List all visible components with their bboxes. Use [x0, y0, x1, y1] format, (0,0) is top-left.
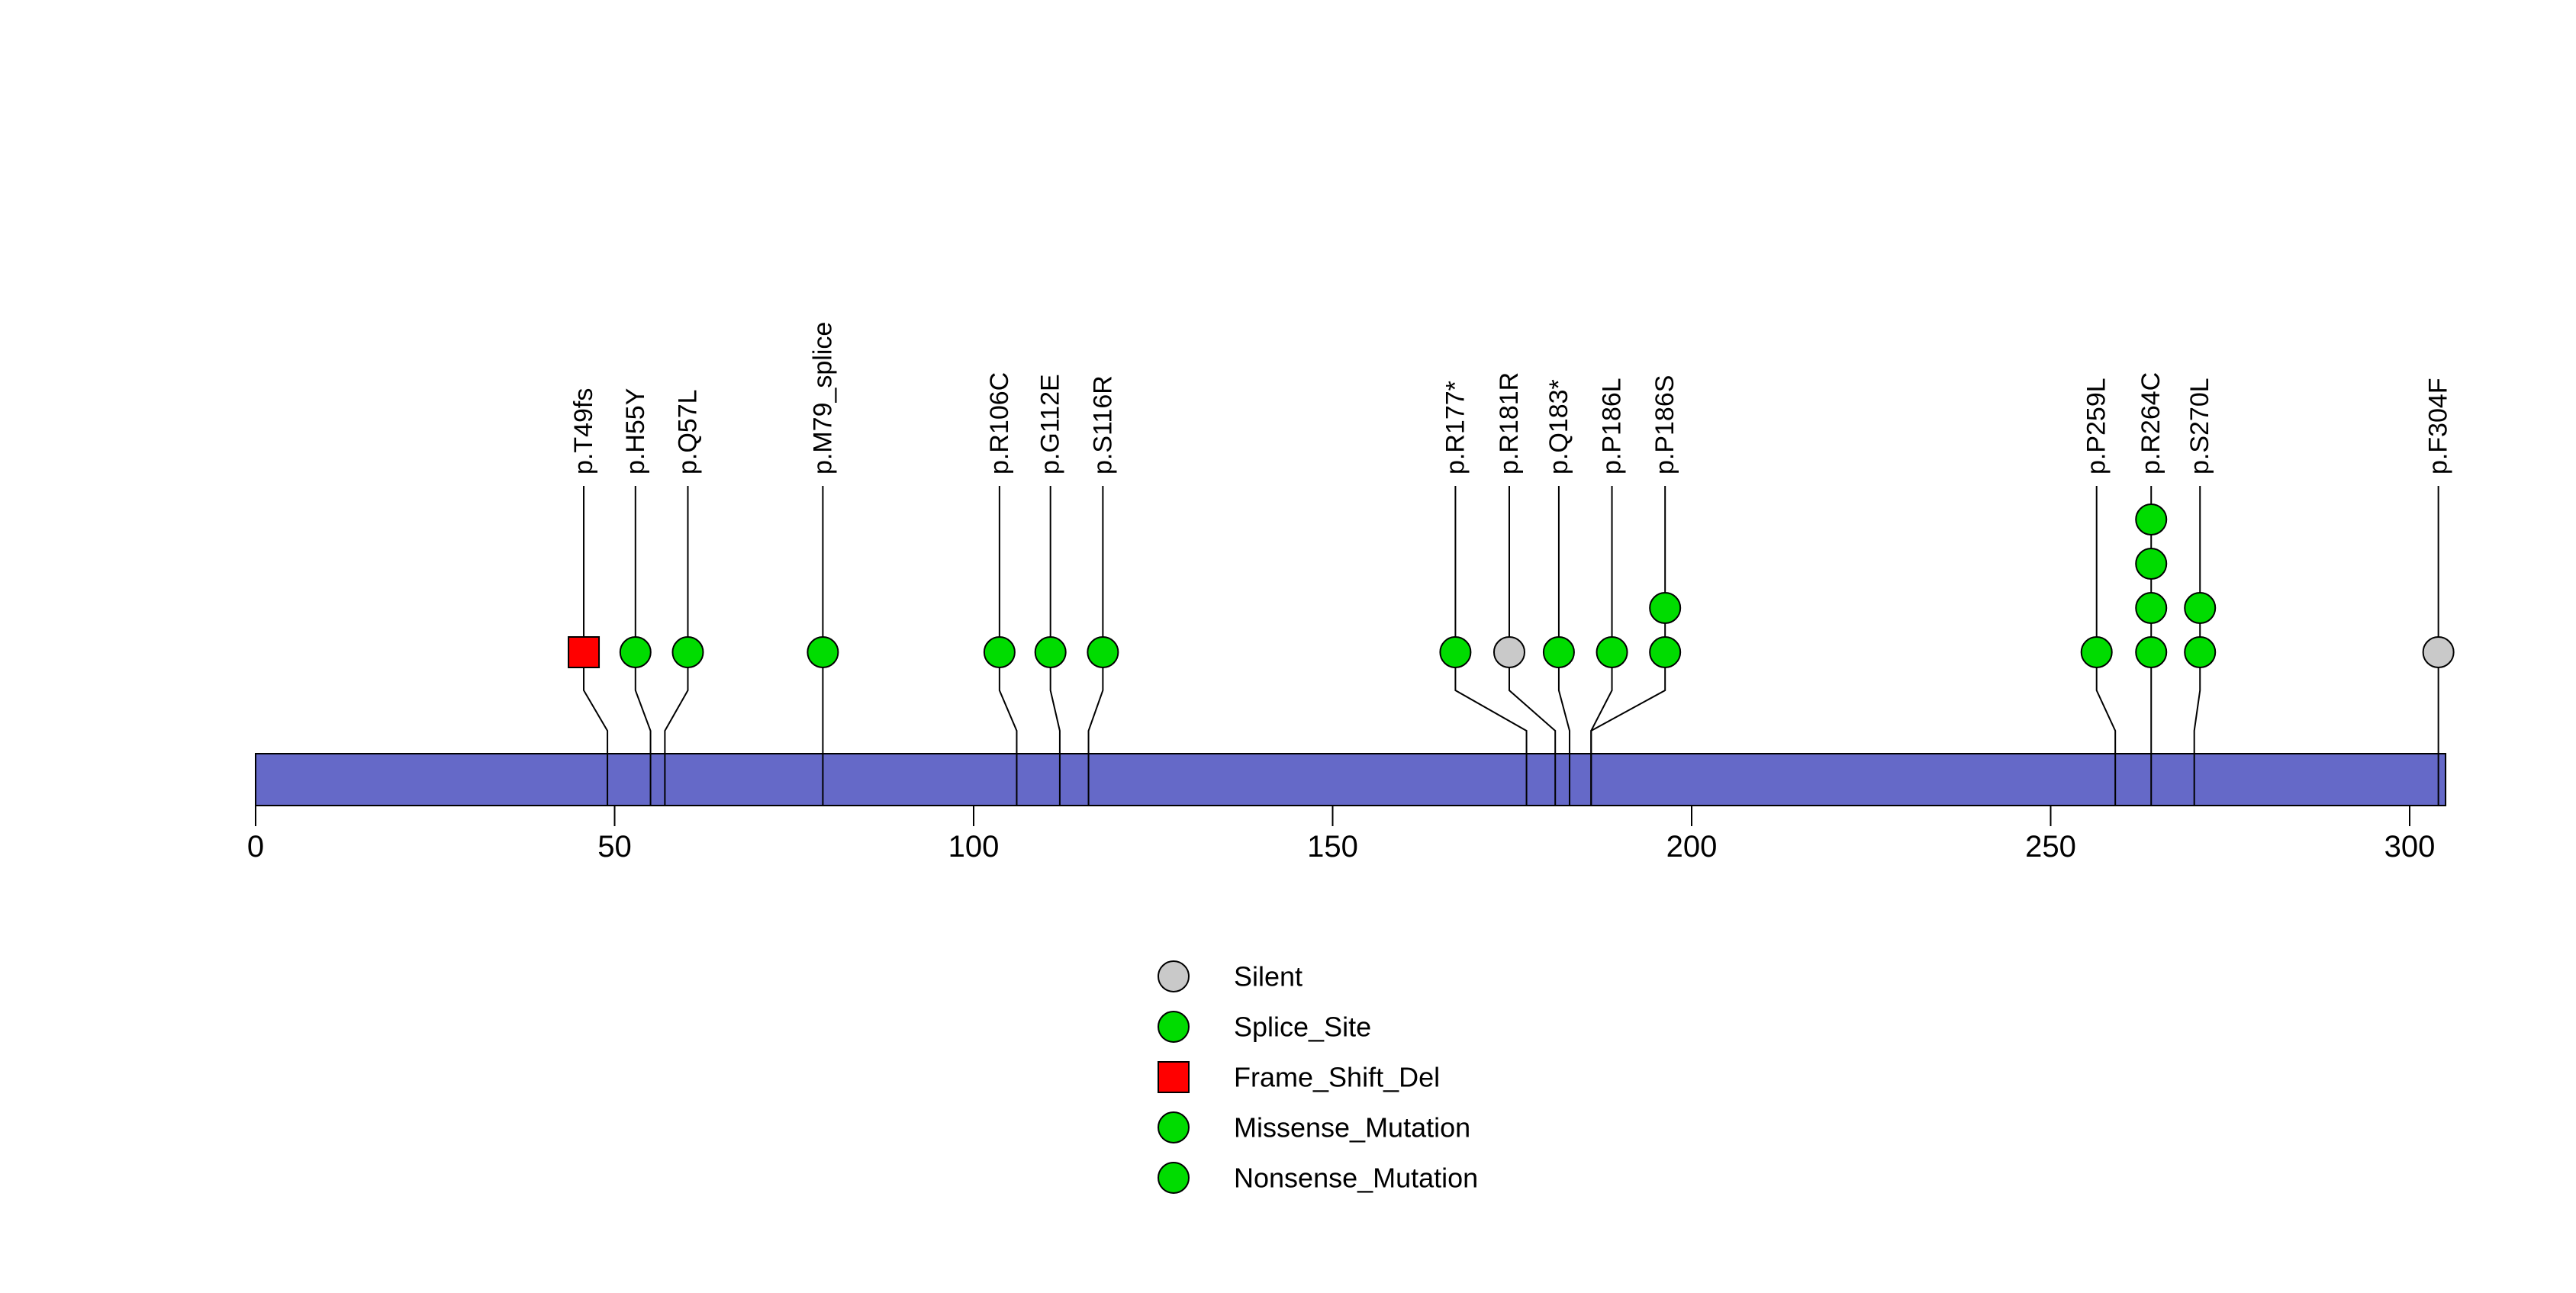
mutation-label: p.P186S: [1650, 375, 1679, 474]
mutation-marker: [1087, 636, 1119, 668]
mutation-label: p.S116R: [1088, 375, 1117, 474]
mutation-marker: [619, 636, 652, 668]
axis-tick-label: 50: [597, 830, 632, 864]
legend-label-splice_site: Splice_Site: [1234, 1012, 1371, 1043]
axis-tick-label: 300: [2384, 830, 2436, 864]
legend-marker-silent: [1158, 960, 1190, 992]
mutation-label: p.Q183*: [1544, 379, 1573, 474]
mutation-marker: [2080, 636, 2113, 668]
legend-label-missense_mutation: Missense_Mutation: [1234, 1112, 1470, 1143]
mutation-marker: [1034, 636, 1067, 668]
mutation-marker: [1542, 636, 1575, 668]
mutation-marker: [1439, 636, 1472, 668]
mutation-label: p.P186L: [1598, 378, 1627, 474]
legend-label-frame_shift_del: Frame_Shift_Del: [1234, 1062, 1440, 1093]
mutation-marker: [2135, 548, 2168, 580]
axis-tick-label: 0: [247, 830, 264, 864]
legend-label-silent: Silent: [1234, 961, 1302, 992]
lollipop-stem: [2095, 486, 2117, 806]
mutation-marker: [2135, 503, 2168, 536]
lollipop-stem: [1049, 486, 1061, 806]
mutation-label: p.Q57L: [673, 389, 702, 474]
lollipop-stem: [1087, 486, 1104, 806]
lollipop-stem: [664, 486, 689, 806]
mutation-marker: [568, 636, 601, 668]
mutation-marker: [807, 636, 839, 668]
legend-marker-splice_site: [1158, 1011, 1190, 1043]
mutation-marker: [2135, 592, 2168, 624]
lollipop-stem: [583, 486, 609, 806]
lollipop-stem: [1508, 486, 1557, 806]
mutation-marker: [1649, 636, 1682, 668]
mutation-label: p.R264C: [2136, 372, 2165, 474]
mutation-label: p.P259L: [2082, 378, 2111, 474]
axis-tick-label: 150: [1307, 830, 1358, 864]
mutation-marker: [1649, 592, 1682, 624]
protein-bar: [255, 753, 2447, 806]
mutation-label: p.R181R: [1495, 372, 1524, 474]
mutation-label: p.G112E: [1036, 374, 1065, 474]
mutation-marker: [1492, 636, 1525, 668]
legend-marker-nonsense_mutation: [1158, 1162, 1190, 1194]
mutation-marker: [1596, 636, 1628, 668]
mutation-label: p.S270L: [2185, 378, 2214, 474]
mutation-label: p.R177*: [1441, 381, 1470, 474]
mutation-label: p.R106C: [985, 372, 1014, 474]
axis-tick-label: 100: [948, 830, 1000, 864]
lollipop-stem: [1557, 486, 1571, 806]
mutation-label: p.F304F: [2424, 378, 2453, 474]
mutation-marker: [2135, 636, 2168, 668]
lollipop-stem: [1454, 486, 1528, 806]
mutation-marker: [671, 636, 704, 668]
mutation-marker: [2184, 636, 2217, 668]
lollipop-stem: [998, 486, 1018, 806]
axis-tick-label: 200: [1666, 830, 1718, 864]
lollipop-stem: [2193, 486, 2201, 806]
mutation-marker: [2422, 636, 2455, 668]
axis-tick-label: 250: [2025, 830, 2076, 864]
mutation-label: p.H55Y: [621, 388, 650, 474]
mutation-marker: [2184, 592, 2217, 624]
legend-marker-missense_mutation: [1158, 1111, 1190, 1143]
lollipop-stem: [1590, 486, 1666, 806]
legend-marker-frame_shift_del: [1158, 1061, 1190, 1093]
mutation-label: p.M79_splice: [808, 322, 837, 474]
legend-label-nonsense_mutation: Nonsense_Mutation: [1234, 1163, 1478, 1194]
lollipop-stem: [634, 486, 652, 806]
mutation-label: p.T49fs: [569, 388, 598, 474]
mutation-marker: [983, 636, 1016, 668]
